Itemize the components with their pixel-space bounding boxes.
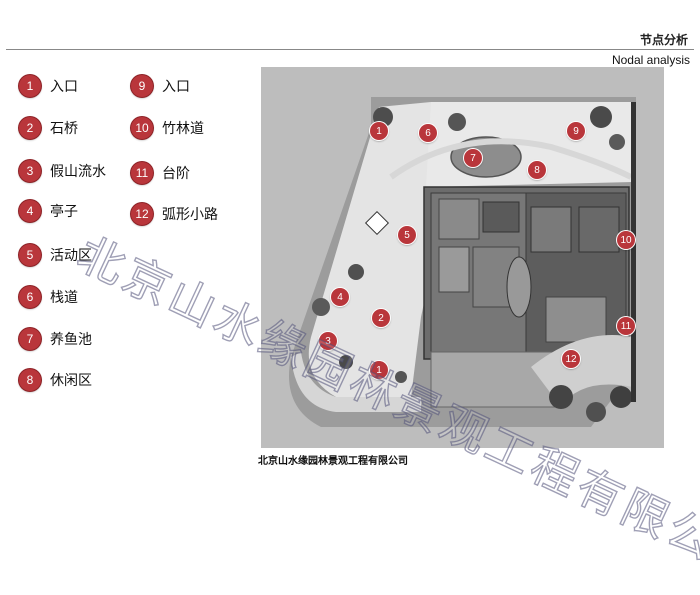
plan-marker: 12 <box>562 350 580 368</box>
plan-marker: 6 <box>419 124 437 142</box>
legend-label: 假山流水 <box>50 164 106 180</box>
legend-item: 12 弧形小路 <box>131 203 218 225</box>
plan-marker: 2 <box>372 309 390 327</box>
plan-marker: 11 <box>617 317 635 335</box>
node-number-badge: 1 <box>19 75 41 97</box>
node-number-badge: 10 <box>131 117 153 139</box>
site-plan-drawing <box>261 67 664 448</box>
legend-item: 2 石桥 <box>19 117 78 139</box>
legend-label: 入口 <box>50 79 78 95</box>
legend-item: 10 竹林道 <box>131 117 204 139</box>
node-number-badge: 7 <box>19 328 41 350</box>
legend-item: 5 活动区 <box>19 244 92 266</box>
legend-label: 入口 <box>162 79 190 95</box>
plan-marker: 7 <box>464 149 482 167</box>
node-number-badge: 3 <box>19 160 41 182</box>
legend-label: 台阶 <box>162 166 190 182</box>
legend-item: 11 台阶 <box>131 162 190 184</box>
legend-item: 6 栈道 <box>19 286 78 308</box>
node-number-badge: 12 <box>131 203 153 225</box>
legend-label: 弧形小路 <box>162 207 218 223</box>
legend-item: 4 亭子 <box>19 200 78 222</box>
node-number-badge: 6 <box>19 286 41 308</box>
plan-marker: 1 <box>370 361 388 379</box>
legend-label: 栈道 <box>50 290 78 306</box>
page-title-en: Nodal analysis <box>611 53 690 67</box>
legend-label: 活动区 <box>50 248 92 264</box>
page-title-cn: 节点分析 <box>639 33 688 47</box>
node-number-badge: 9 <box>131 75 153 97</box>
legend-item: 8 休闲区 <box>19 369 92 391</box>
legend-item: 1 入口 <box>19 75 78 97</box>
legend-item: 3 假山流水 <box>19 160 106 182</box>
node-number-badge: 11 <box>131 162 153 184</box>
site-plan: 1 6 7 9 8 5 10 4 2 3 1 11 12 <box>261 67 664 448</box>
legend-label: 竹林道 <box>162 121 204 137</box>
node-number-badge: 8 <box>19 369 41 391</box>
legend-item: 9 入口 <box>131 75 190 97</box>
company-footer: 北京山水缘园林景观工程有限公司 <box>258 456 408 467</box>
legend-label: 养鱼池 <box>50 332 92 348</box>
plan-marker: 4 <box>331 288 349 306</box>
legend-label: 休闲区 <box>50 373 92 389</box>
legend-label: 石桥 <box>50 121 78 137</box>
plan-marker: 1 <box>370 122 388 140</box>
node-number-badge: 4 <box>19 200 41 222</box>
plan-marker: 9 <box>567 122 585 140</box>
node-number-badge: 5 <box>19 244 41 266</box>
legend-label: 亭子 <box>50 204 78 220</box>
title-divider <box>6 49 694 50</box>
node-number-badge: 2 <box>19 117 41 139</box>
plan-marker: 5 <box>398 226 416 244</box>
plan-marker: 8 <box>528 161 546 179</box>
plan-marker: 10 <box>617 231 635 249</box>
legend-item: 7 养鱼池 <box>19 328 92 350</box>
plan-marker: 3 <box>319 332 337 350</box>
